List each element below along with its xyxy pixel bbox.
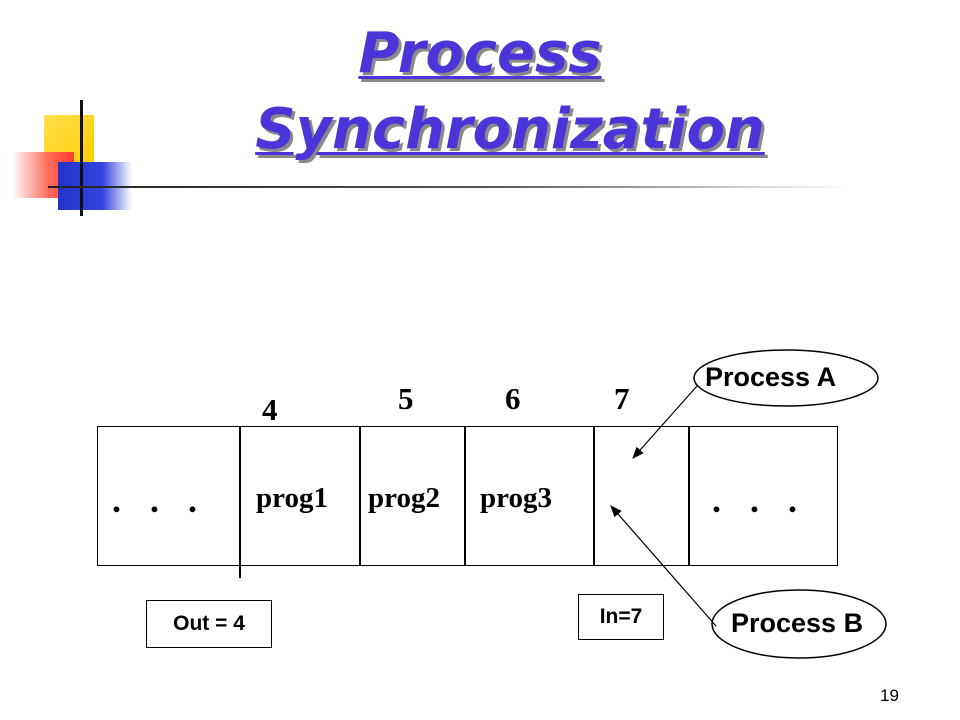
slide-title-line-2: Synchronization xyxy=(255,97,765,162)
buffer-divider xyxy=(688,426,690,566)
process-b-ellipse xyxy=(711,589,887,659)
page-number: 19 xyxy=(880,686,899,705)
in-pointer-box: In=7 xyxy=(578,594,664,640)
buffer-slot-prog1: prog1 xyxy=(256,482,328,514)
out-pointer-box: Out = 4 xyxy=(146,600,272,648)
slide-title-line-1: Process xyxy=(358,21,602,86)
buffer-divider xyxy=(239,426,241,578)
buffer-divider xyxy=(464,426,466,566)
ellipsis-right: . . . xyxy=(712,480,807,520)
process-a-ellipse xyxy=(693,349,879,407)
buffer-slot-prog3: prog3 xyxy=(480,482,552,514)
buffer-array xyxy=(97,426,838,566)
process-a-arrow xyxy=(632,385,698,459)
ellipsis-left: . . . xyxy=(112,480,207,520)
in-pointer-label: In=7 xyxy=(599,605,643,628)
buffer-divider xyxy=(593,426,595,566)
buffer-divider xyxy=(359,426,361,566)
slot-index-6: 6 xyxy=(505,381,521,416)
out-pointer-label: Out = 4 xyxy=(173,612,245,635)
process-b-label: Process B xyxy=(731,608,864,638)
slot-index-5: 5 xyxy=(398,381,414,416)
process-a-label: Process A xyxy=(705,362,837,392)
process-b-arrow xyxy=(610,505,717,627)
logo-vertical-line xyxy=(80,100,83,216)
slot-index-4: 4 xyxy=(262,392,278,427)
title-rule xyxy=(48,186,848,188)
slot-index-7: 7 xyxy=(614,381,630,416)
buffer-slot-prog2: prog2 xyxy=(368,482,440,514)
